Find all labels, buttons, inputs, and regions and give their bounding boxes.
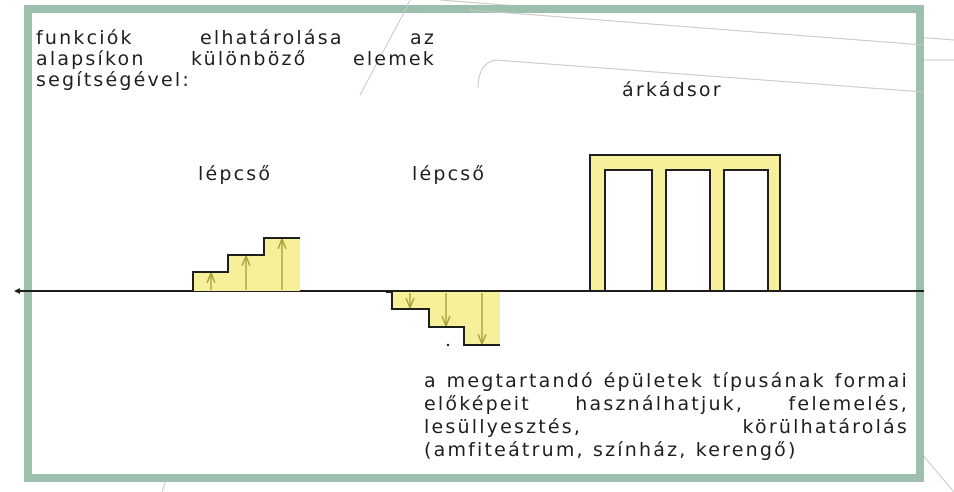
label-arcade: árkádsor [622, 79, 723, 101]
bottom-text: a megtartandó épületek típusának formai … [424, 370, 909, 461]
ground-line-arrow-icon [14, 288, 20, 294]
label-stair-down: lépcső [412, 163, 487, 185]
intro-text: funkciók elhatárolása az alapsíkon külön… [36, 27, 436, 91]
guide-line [494, 59, 925, 93]
arcade [589, 154, 781, 292]
guide-line [469, 9, 925, 46]
label-stair-up: lépcső [198, 163, 273, 185]
guide-line [359, 4, 409, 96]
raised-stair [192, 237, 300, 291]
guide-line [477, 59, 496, 89]
sunken-stair [386, 291, 500, 347]
